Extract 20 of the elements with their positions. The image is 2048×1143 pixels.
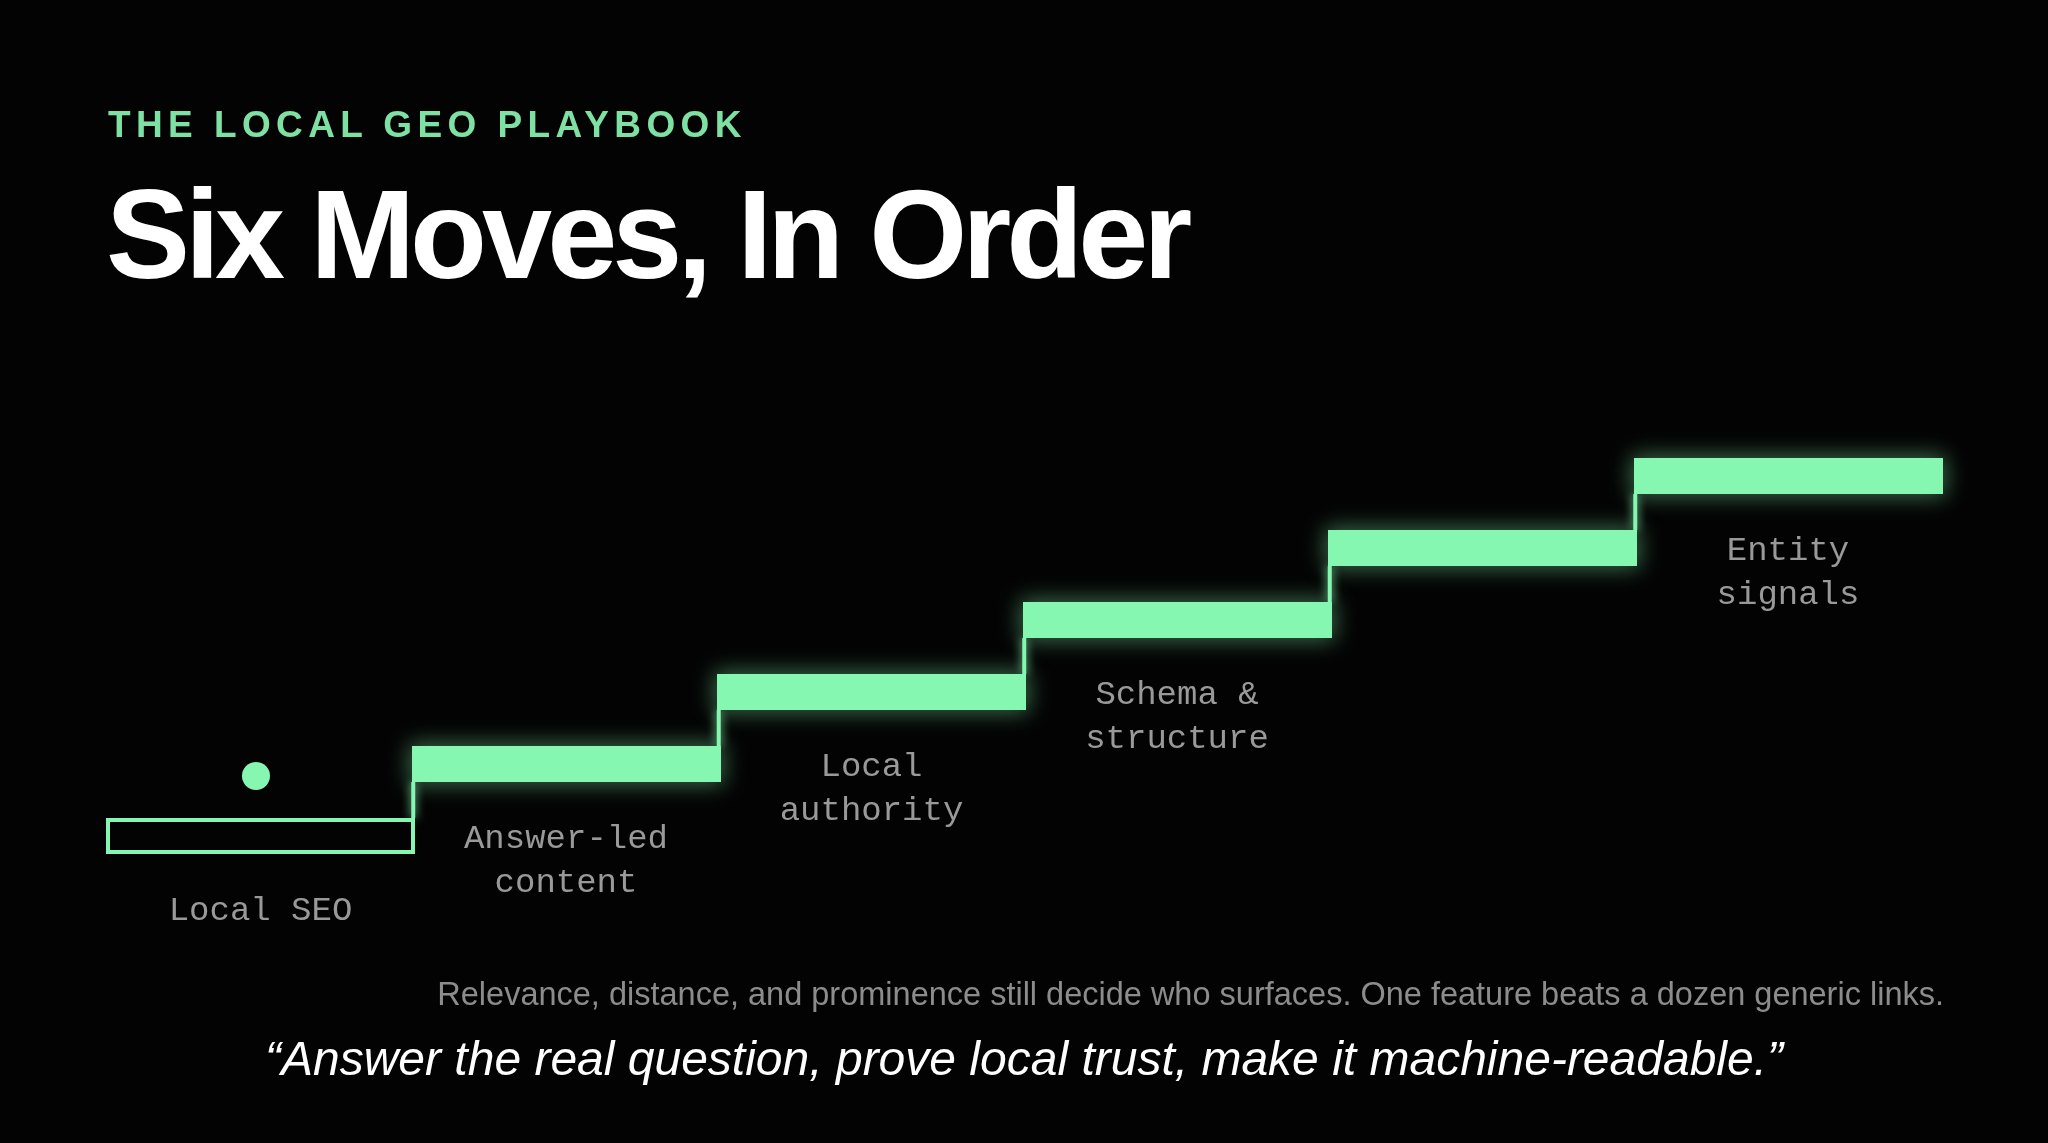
stair-riser-line bbox=[1633, 494, 1638, 530]
stair-riser-line bbox=[411, 782, 416, 818]
stair-riser-line bbox=[716, 710, 721, 746]
quote-caption: “Answer the real question, prove local trust, make it machine-readable.” bbox=[263, 1035, 1786, 1083]
step-label: Local authority bbox=[778, 747, 965, 832]
step-label: Local SEO bbox=[167, 891, 354, 932]
title: Six Moves, In Order bbox=[106, 172, 1188, 298]
step-label: Entity signals bbox=[1715, 531, 1861, 616]
step-bar bbox=[411, 746, 721, 782]
step-bar bbox=[717, 674, 1026, 710]
note-text: Relevance, distance, and prominence still decide who surfaces. One feature beats a dozen generic links. bbox=[437, 978, 1944, 1011]
step-bar bbox=[1328, 530, 1637, 566]
step-bar bbox=[1022, 602, 1332, 638]
step-bar bbox=[1633, 458, 1943, 494]
stair-riser-line bbox=[1327, 566, 1332, 602]
step-label: Answer-led content bbox=[462, 819, 669, 904]
stair-riser-line bbox=[1022, 638, 1027, 674]
eyebrow-text: THE LOCAL GEO PLAYBOOK bbox=[108, 106, 747, 143]
step-outline bbox=[106, 818, 415, 854]
step-label: Schema & structure bbox=[1084, 675, 1270, 760]
